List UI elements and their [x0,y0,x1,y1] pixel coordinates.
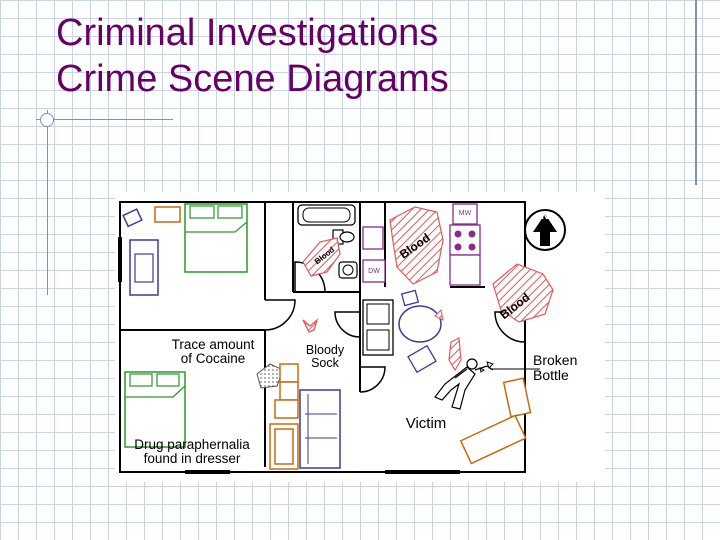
washer [362,226,384,250]
floor-plan: Trace amount of Cocaine Bloody Sock Drug… [115,192,605,482]
kitchen-counter [449,254,481,286]
decor-left-circle [40,113,54,127]
toilet-bowl [339,231,355,243]
armchair [502,377,532,418]
decor-right-vertical-line [695,0,697,185]
decor-left-vertical-line [47,110,48,295]
round-table [398,305,442,343]
bloody-sock-mark [302,318,319,333]
small-table [400,289,420,307]
decor-left-horizontal-line [36,119,173,120]
label-bloody-sock-line-2: Sock [311,356,339,371]
door-swing-bed1 [264,299,296,331]
label-broken-bottle: Broken Bottle [533,353,605,382]
label-victim-text: Victim [405,415,447,432]
blood-stain-kitchen [389,206,444,285]
label-north: N [539,211,551,223]
label-bloody-sock: Bloody Sock [295,343,355,371]
slide-title: Criminal Investigations Crime Scene Diag… [56,10,449,102]
bed-1-pillow-right [217,205,243,219]
door-swing-entry [494,311,526,343]
blood-stain-bathroom [302,237,341,277]
victim-body [434,358,494,410]
door-swing-closet [359,366,386,393]
label-drug-paraphernalia: Drug paraphernalia found in dresser [117,437,267,467]
blood-stain-entry [492,263,554,323]
stove-burner-3 [454,243,462,251]
hall-cabinet-top [366,303,390,325]
label-dishwasher: DW [363,268,385,275]
bed-2-pillow-right [156,373,180,387]
cocaine-trace [256,363,284,389]
chair-1 [407,344,437,374]
nightstand [154,206,181,223]
label-bloody-sock-line-1: Bloody [305,343,345,357]
slide-title-line-1: Criminal Investigations [56,12,439,54]
sofa [459,414,527,465]
bed-2-pillow-left [129,373,153,387]
door-swing-hall [334,311,361,338]
stove-burner-1 [454,230,462,238]
bed-1-chair-seat [134,253,154,283]
label-dishwasher-text: DW [368,268,380,275]
stove-burner-4 [468,243,476,251]
bathtub-inner [302,207,351,223]
label-microwave-text: MW [458,210,472,217]
dresser [269,363,299,470]
north-arrow-head [533,214,557,232]
stove-burner-2 [468,230,476,238]
sink-basin [342,264,354,276]
stove [449,224,481,256]
dishwasher [362,259,386,283]
label-drug-paraphernalia-line-2: found in dresser [143,451,241,467]
label-drug-paraphernalia-line-1: Drug paraphernalia [134,437,250,452]
label-trace-cocaine: Trace amount of Cocaine [153,337,273,367]
label-north-text: N [541,211,549,222]
blood-drop-table [434,308,444,321]
microwave [452,203,478,225]
outer-wall [119,201,526,473]
bed-1-pillow-left [189,205,215,219]
broken-bottle-shards [479,361,494,373]
couch [299,389,341,469]
label-microwave: MW [453,210,477,217]
bed-1-end-table [122,208,143,228]
label-victim: Victim [391,416,461,432]
slide-title-line-2: Crime Scene Diagrams [56,58,449,100]
blood-smear-living [448,337,462,372]
hall-cabinet-bottom [366,329,390,351]
label-trace-cocaine-line-2: of Cocaine [180,351,246,367]
label-broken-bottle-line-2: Bottle [533,366,569,383]
label-trace-cocaine-line-1: Trace amount [171,337,255,352]
north-arrow-shaft [540,230,550,246]
bed-2-cover [125,385,186,398]
floor-plan-drawing [118,201,566,474]
label-broken-bottle-line-1: Broken [533,352,578,368]
bed-1-cover [185,221,248,233]
